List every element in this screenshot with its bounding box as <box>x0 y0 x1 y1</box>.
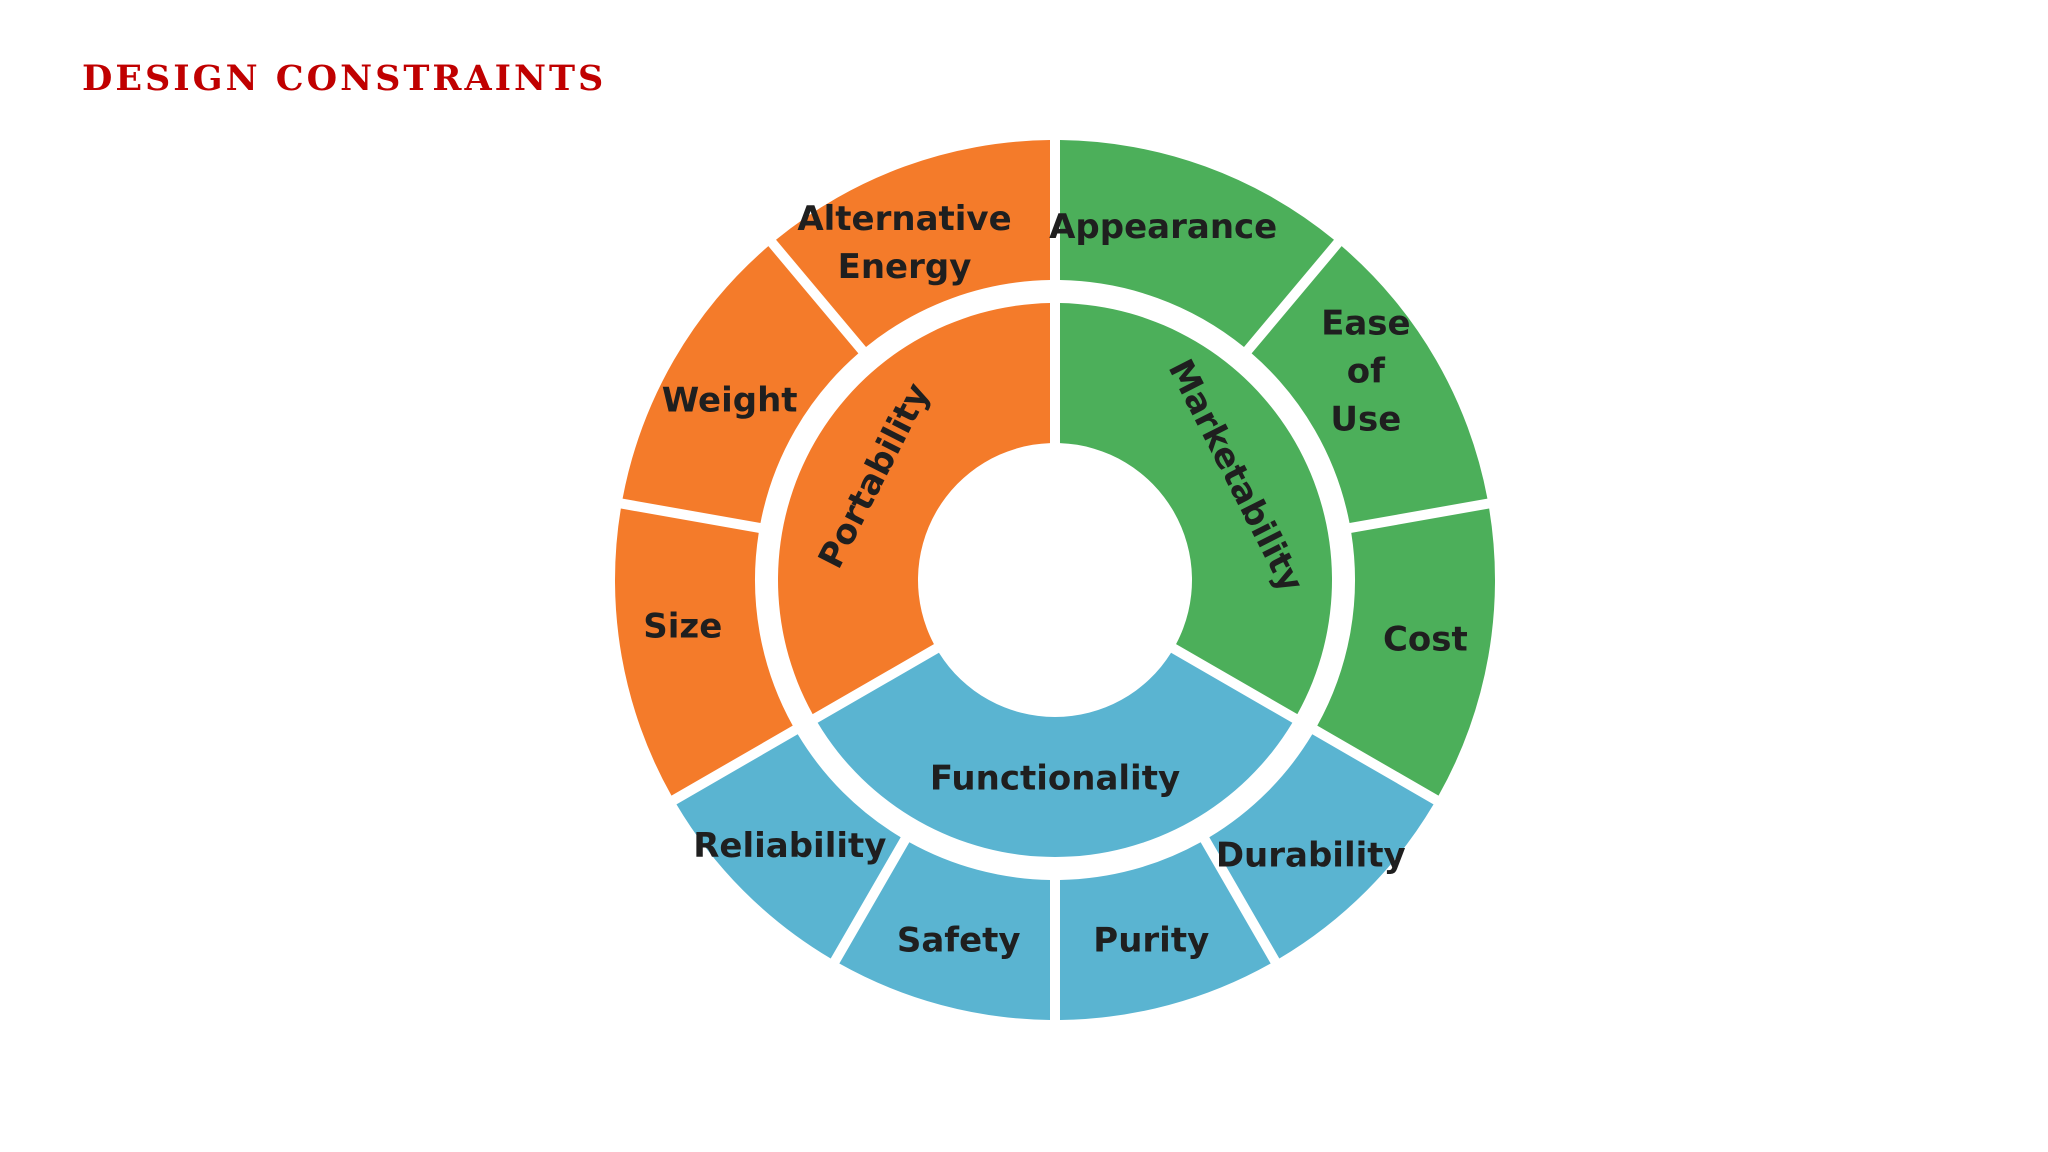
constraint-segment-reliability <box>676 734 901 959</box>
constraint-segment-appearance <box>1059 140 1334 348</box>
category-ring <box>778 303 1332 858</box>
category-segment-functionality <box>817 652 1293 858</box>
category-label-functionality: Functionality <box>930 759 1180 799</box>
constraint-label-weight: Weight <box>662 381 798 421</box>
constraint-segment-size <box>614 508 793 796</box>
constraint-label-appearance: Appearance <box>1049 207 1277 247</box>
constraint-segment-weight <box>622 246 859 523</box>
constraint-label-reliability: Reliability <box>693 826 886 866</box>
constraint-label-size: Size <box>643 607 722 647</box>
constraint-segment-durability <box>1209 734 1434 959</box>
constraint-label-safety: Safety <box>897 920 1021 960</box>
constraint-segment-safety <box>839 842 1051 1020</box>
constraint-segment-purity <box>1059 842 1271 1020</box>
constraint-segment-cost <box>1317 508 1495 796</box>
category-segment-portability <box>778 303 1051 715</box>
constraint-ring <box>614 140 1495 1020</box>
constraint-segment-alternative-energy <box>776 140 1051 348</box>
constraint-label-purity: Purity <box>1093 920 1209 960</box>
page-title: DESIGN CONSTRAINTS <box>82 58 607 99</box>
constraint-label-durability: Durability <box>1216 835 1406 875</box>
category-segment-marketability <box>1059 303 1332 715</box>
constraint-segment-ease-of-use <box>1251 246 1488 523</box>
constraint-label-cost: Cost <box>1383 620 1468 660</box>
